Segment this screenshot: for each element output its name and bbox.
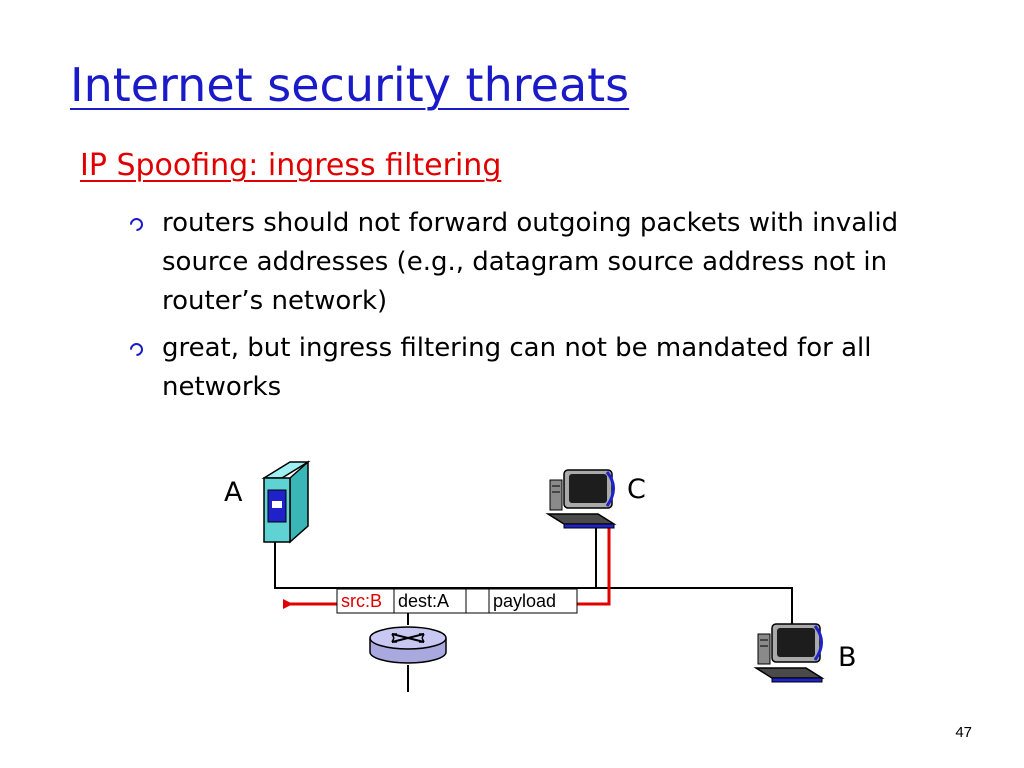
spoofed-packet: src:B dest:A payload — [336, 588, 578, 614]
slide-subtitle: IP Spoofing: ingress filtering — [80, 148, 502, 183]
bullet-list: routers should not forward outgoing pack… — [127, 204, 950, 415]
server-icon — [261, 460, 311, 544]
bullet-item: great, but ingress filtering can not be … — [127, 329, 950, 407]
bullet-text: routers should not forward outgoing pack… — [162, 208, 899, 316]
slide-title: Internet security threats — [70, 58, 630, 112]
packet-dest-field: dest:A — [398, 591, 449, 611]
packet-payload-field: payload — [493, 591, 556, 611]
host-a-label: A — [224, 477, 243, 508]
router-icon — [369, 626, 447, 664]
desktop-computer-icon — [545, 469, 617, 529]
slide-number: 47 — [955, 724, 972, 741]
bullet-item: routers should not forward outgoing pack… — [127, 204, 950, 321]
host-c-label: C — [627, 474, 646, 505]
packet-src-field: src:B — [341, 591, 382, 611]
desktop-computer-icon — [753, 623, 825, 683]
host-b-label: B — [838, 642, 857, 673]
bullet-text: great, but ingress filtering can not be … — [162, 333, 872, 402]
